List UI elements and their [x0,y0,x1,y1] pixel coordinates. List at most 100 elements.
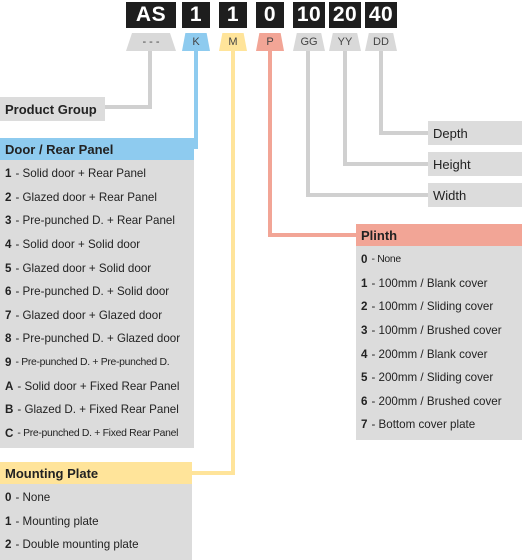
list-item-code: 9 [5,356,12,370]
tag-door: K [182,33,210,51]
list-item-code: 3 [361,324,368,338]
mounting-plate-title: Mounting Plate [0,462,192,484]
door-panel-title: Door / Rear Panel [0,138,194,160]
list-item: 4- 200mm / Blank cover [356,342,522,366]
list-item-text: - Solid door + Rear Panel [15,167,146,181]
connector-product-group-h [105,105,152,109]
list-item: 7- Bottom cover plate [356,413,522,437]
tag-product-group: - - - [126,33,176,51]
list-item-text: - Mounting plate [15,514,99,528]
list-item-code: B [5,403,14,417]
list-item-code: 8 [5,332,12,346]
list-item-text: - 100mm / Blank cover [371,276,488,290]
code-segment-height: 20 [329,2,361,28]
list-item-code: 5 [5,261,12,275]
list-item-code: 1 [5,167,12,181]
list-item-text: - Solid door + Solid door [15,238,141,252]
list-item-code: A [5,379,14,393]
code-segment-plinth: 0 [256,2,284,28]
list-item: 3- Pre-punched D. + Rear Panel [0,209,194,233]
list-item-text: - Pre-punched D. + Fixed Rear Panel [17,427,179,439]
list-item-code: 4 [361,347,368,361]
door-panel-section: Door / Rear Panel 1- Solid door + Rear P… [0,138,194,449]
list-item: 5- Glazed door + Solid door [0,256,194,280]
list-item: A- Solid door + Fixed Rear Panel [0,374,194,398]
list-item-code: 7 [361,418,368,432]
connector-width-v [306,51,310,197]
list-item-text: - 100mm / Brushed cover [371,324,502,338]
code-segment-mounting: 1 [219,2,247,28]
list-item: 3- 100mm / Brushed cover [356,319,522,343]
list-item: B- Glazed D. + Fixed Rear Panel [0,398,194,422]
tag-depth: DD [365,33,397,51]
code-segment-depth: 40 [365,2,397,28]
list-item-code: C [5,426,14,440]
height-label: Height [428,152,522,176]
list-item-text: - Pre-punched D. + Pre-punched D. [15,357,170,369]
list-item-code: 0 [361,253,368,267]
list-item: 2- Glazed door + Rear Panel [0,186,194,210]
tag-width: GG [293,33,325,51]
list-item: 7- Glazed door + Glazed door [0,304,194,328]
list-item-code: 6 [5,285,12,299]
connector-plinth-h [268,233,358,237]
connector-mounting-v [231,51,235,475]
list-item-text: - None [371,254,401,266]
list-item-text: - Double mounting plate [15,538,139,552]
list-item: 9- Pre-punched D. + Pre-punched D. [0,351,194,375]
list-item-code: 4 [5,238,12,252]
list-item: 2- 100mm / Sliding cover [356,295,522,319]
list-item: 6- 200mm / Brushed cover [356,390,522,414]
tag-mounting: M [219,33,247,51]
list-item: 1- 100mm / Blank cover [356,272,522,296]
tag-plinth: P [256,33,284,51]
code-segment-width: 10 [293,2,325,28]
list-item-code: 2 [5,538,12,552]
list-item-text: - None [15,491,51,505]
connector-door-v [194,51,198,149]
list-item: 6- Pre-punched D. + Solid door [0,280,194,304]
connector-depth-h [379,131,428,135]
list-item-text: - Solid door + Fixed Rear Panel [17,379,180,393]
connector-width-h [306,193,428,197]
width-label: Width [428,183,522,207]
list-item-code: 3 [5,214,12,228]
list-item-code: 1 [361,276,368,290]
list-item-code: 2 [361,300,368,314]
connector-height-h [343,162,428,166]
list-item: 4- Solid door + Solid door [0,233,194,257]
list-item-text: - 200mm / Blank cover [371,347,488,361]
depth-label: Depth [428,121,522,145]
list-item-text: - Pre-punched D. + Solid door [15,285,170,299]
list-item-text: - Glazed D. + Fixed Rear Panel [17,403,179,417]
tag-height: YY [329,33,361,51]
list-item-text: - Glazed door + Solid door [15,261,152,275]
code-segment-product-group: AS [126,2,176,28]
list-item-text: - Bottom cover plate [371,418,476,432]
list-item: C- Pre-punched D. + Fixed Rear Panel [0,422,194,446]
list-item-text: - Glazed door + Rear Panel [15,190,157,204]
list-item-text: - 200mm / Brushed cover [371,394,502,408]
list-item: 1- Solid door + Rear Panel [0,162,194,186]
code-segment-door: 1 [182,2,210,28]
product-group-label: Product Group [0,97,105,121]
list-item: 2- Double mounting plate [0,533,192,557]
list-item: 0- None [0,486,192,510]
list-item-code: 5 [361,371,368,385]
list-item-text: - 200mm / Sliding cover [371,371,494,385]
list-item-text: - 100mm / Sliding cover [371,300,494,314]
list-item: 5- 200mm / Sliding cover [356,366,522,390]
list-item-text: - Pre-punched D. + Glazed door [15,332,181,346]
plinth-title: Plinth [356,224,522,246]
list-item-code: 2 [5,190,12,204]
connector-mounting-h [192,471,235,475]
connector-height-v [343,51,347,166]
connector-product-group-v [148,51,152,109]
list-item-text: - Pre-punched D. + Rear Panel [15,214,175,228]
connector-plinth-v [268,51,272,237]
